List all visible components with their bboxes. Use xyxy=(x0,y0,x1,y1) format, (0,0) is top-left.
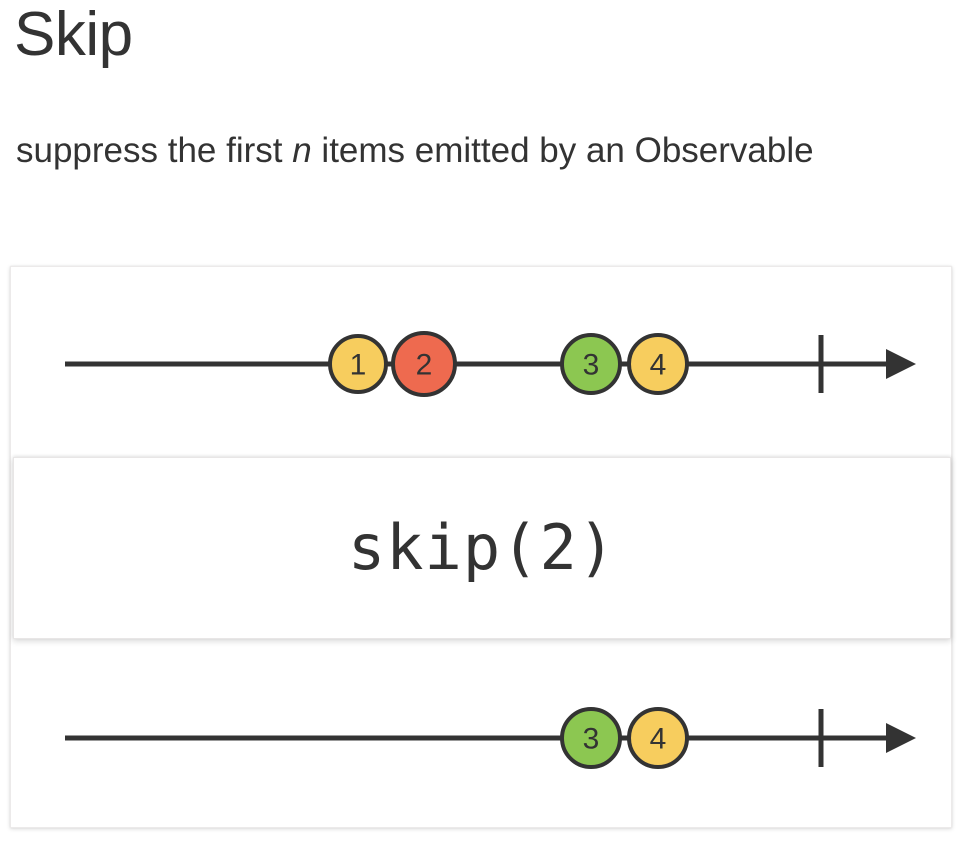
input-marble-3-label: 3 xyxy=(583,349,600,382)
output-timeline-row: 3 4 xyxy=(11,643,953,833)
diagram-card: 1 2 3 4 skip(2) xyxy=(10,266,952,828)
input-timeline-svg: 1 2 3 4 xyxy=(65,331,916,397)
output-marble-3-label: 3 xyxy=(583,723,600,756)
input-marble-2-label: 2 xyxy=(416,349,433,382)
output-marble-4-label: 4 xyxy=(650,723,667,756)
input-marble-4-label: 4 xyxy=(650,349,667,382)
input-marble-1-label: 1 xyxy=(350,349,367,382)
output-marble-3: 3 xyxy=(560,707,622,769)
input-marble-4: 4 xyxy=(627,333,689,395)
input-marble-1: 1 xyxy=(328,334,388,394)
subtitle-text-before: suppress the first xyxy=(16,131,293,170)
page-subtitle: suppress the first n items emitted by an… xyxy=(16,128,846,174)
output-marble-4: 4 xyxy=(627,707,689,769)
input-marble-2: 2 xyxy=(391,331,457,397)
input-timeline-row: 1 2 3 4 xyxy=(11,269,953,459)
operator-box: skip(2) xyxy=(13,457,951,639)
input-marble-3: 3 xyxy=(560,333,622,395)
page-title: Skip xyxy=(14,0,133,69)
subtitle-variable-n: n xyxy=(292,131,312,170)
operator-label: skip(2) xyxy=(347,511,617,584)
subtitle-text-after: items emitted by an Observable xyxy=(311,131,814,170)
output-timeline-svg: 3 4 xyxy=(65,707,916,769)
